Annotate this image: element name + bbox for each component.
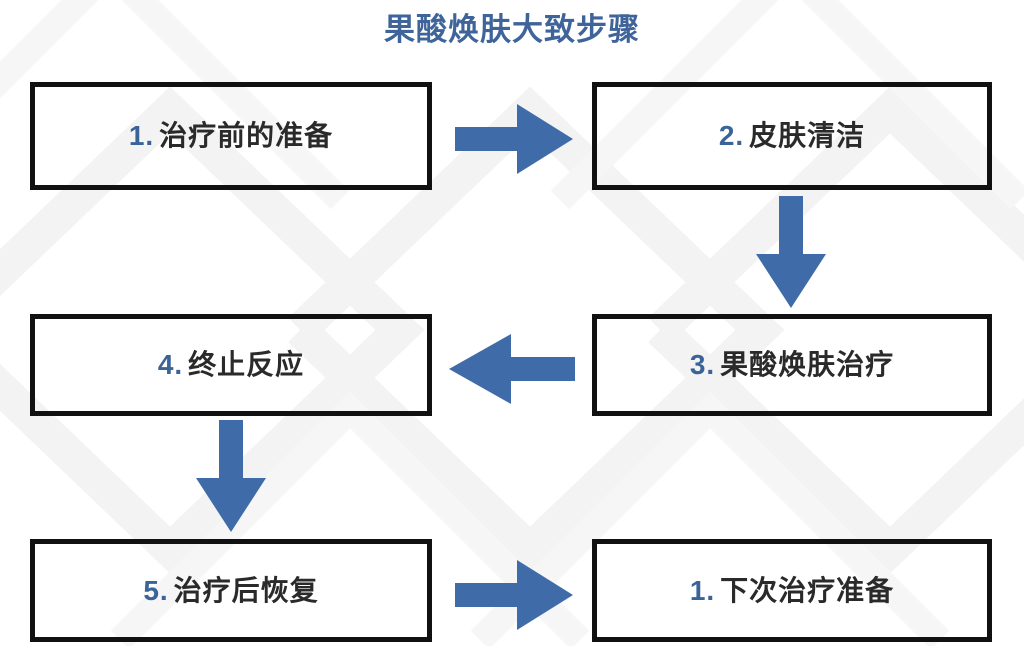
step-1-text: 治疗前的准备: [159, 120, 334, 151]
step-5-label: 5.治疗后恢复: [143, 574, 319, 606]
step-6-label: 1.下次治疗准备: [689, 574, 895, 606]
step-6-number: 1.: [689, 574, 716, 606]
step-3-label: 3.果酸焕肤治疗: [690, 351, 894, 379]
arrow-right-icon-step5-to-step6: [455, 560, 573, 630]
step-box-3[interactable]: 3.果酸焕肤治疗: [592, 314, 992, 416]
step-box-6[interactable]: 1.下次治疗准备: [592, 539, 992, 642]
step-box-2[interactable]: 2.皮肤清洁: [592, 82, 992, 190]
step-box-5[interactable]: 5.治疗后恢复: [30, 539, 432, 642]
page-title: 果酸焕肤大致步骤: [384, 12, 640, 47]
step-3-number: 3.: [689, 349, 716, 380]
arrow-down-icon-step4-to-step5: [196, 420, 266, 532]
step-2-number: 2.: [718, 120, 745, 151]
step-2-text: 皮肤清洁: [749, 120, 866, 151]
step-1-label: 1.治疗前的准备: [129, 122, 333, 150]
step-4-label: 4.终止反应: [158, 351, 304, 379]
arrow-right-icon-step1-to-step2: [455, 104, 573, 174]
arrow-left-icon-step3-to-step4: [449, 334, 575, 404]
step-1-number: 1.: [128, 120, 155, 151]
step-5-number: 5.: [143, 574, 169, 606]
step-4-text: 终止反应: [188, 349, 305, 380]
step-box-1[interactable]: 1.治疗前的准备: [30, 82, 432, 190]
step-4-number: 4.: [157, 349, 184, 380]
step-5-text: 治疗后恢复: [173, 574, 319, 606]
arrow-down-icon-step2-to-step3: [756, 196, 826, 308]
step-6-text: 下次治疗准备: [720, 574, 895, 606]
step-2-label: 2.皮肤清洁: [719, 122, 865, 150]
step-3-text: 果酸焕肤治疗: [720, 349, 895, 380]
step-box-4[interactable]: 4.终止反应: [30, 314, 432, 416]
